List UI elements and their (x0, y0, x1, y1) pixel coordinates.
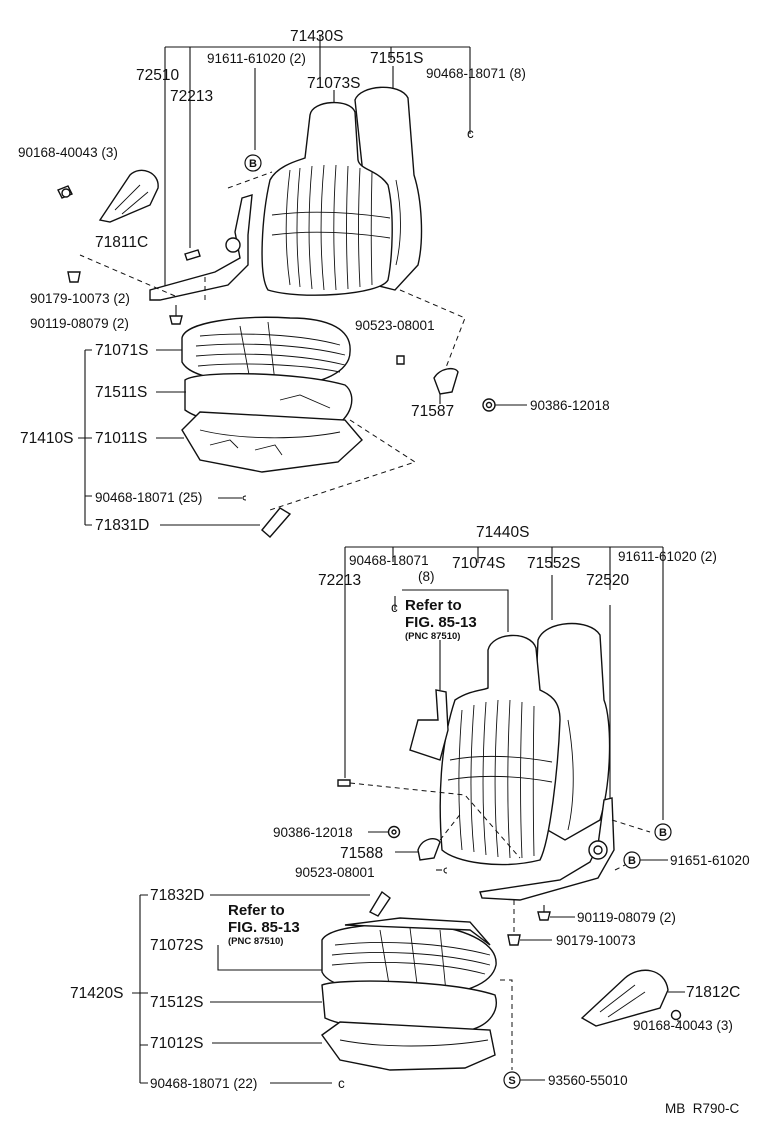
label-90468-18071-22: 90468-18071 (22) (150, 1076, 257, 1091)
label-71511s: 71511S (95, 384, 147, 401)
label-91611-61020: 91611-61020 (2) (207, 51, 306, 66)
reference-cushion-line3: (PNC 87510) (228, 936, 283, 947)
label-90179-10073: 90179-10073 (2) (30, 291, 130, 306)
label-71552s: 71552S (527, 555, 580, 572)
label-71071s: 71071S (95, 342, 148, 359)
clip-symbol-c: c (467, 126, 474, 141)
label-71812c: 71812C (686, 984, 740, 1001)
label-90386-12018-lower: 90386-12018 (273, 825, 353, 840)
reference-back-line2: FIG. 85-13 (405, 614, 477, 631)
mark-b-right: B (654, 823, 672, 841)
label-71011s: 71011S (95, 430, 147, 447)
label-71551s: 71551S (370, 50, 423, 67)
label-90168-40043: 90168-40043 (3) (18, 145, 118, 160)
label-71588: 71588 (340, 845, 383, 862)
reference-cushion-line1: Refer to (228, 902, 285, 919)
label-71832d: 71832D (150, 887, 204, 904)
clip-symbol-c-lower-top: c (391, 600, 398, 615)
reference-back-line3: (PNC 87510) (405, 631, 460, 642)
label-71440s: 71440S (476, 524, 529, 541)
label-71072s: 71072S (150, 937, 203, 954)
lower-seat-assembly: c S B B 71440S 90468-18071 (8) (70, 524, 750, 1091)
label-72510: 72510 (136, 67, 179, 84)
reference-cushion-line2: FIG. 85-13 (228, 919, 300, 936)
label-90386-12018: 90386-12018 (530, 398, 610, 413)
label-90468-18071-line1: 90468-18071 (349, 553, 429, 568)
label-71587: 71587 (411, 403, 454, 420)
clip-symbol-c-lower: c (338, 1076, 345, 1091)
mark-b-upper: B (244, 154, 262, 172)
mark-s: S (503, 1071, 521, 1089)
label-71410s: 71410S (20, 430, 73, 447)
label-71420s: 71420S (70, 985, 123, 1002)
label-93560-55010: 93560-55010 (548, 1073, 628, 1088)
svg-text:B: B (628, 855, 636, 867)
label-71831d: 71831D (95, 517, 149, 534)
label-90523-08001: 90523-08001 (355, 318, 435, 333)
label-72520: 72520 (586, 572, 629, 589)
label-71073s: 71073S (307, 75, 360, 92)
label-71811c: 71811C (95, 234, 148, 251)
upper-seat-assembly: 71430S 91611-61020 (2) 71551S 90468-1807… (18, 28, 610, 538)
figure-code: MB R790-C (665, 1101, 740, 1116)
label-90468-18071-line2: (8) (418, 569, 435, 584)
label-90119-08079-lower: 90119-08079 (2) (577, 910, 676, 925)
svg-text:B: B (249, 158, 257, 170)
label-71074s: 71074S (452, 555, 505, 572)
label-72213-lower: 72213 (318, 572, 361, 589)
label-71512s: 71512S (150, 994, 203, 1011)
label-90119-08079: 90119-08079 (2) (30, 316, 129, 331)
svg-text:B: B (659, 827, 667, 839)
label-90523-08001-lower: 90523-08001 (295, 865, 375, 880)
label-90168-40043-lower: 90168-40043 (3) (633, 1018, 733, 1033)
label-71012s: 71012S (150, 1035, 203, 1052)
label-91611-61020-lower: 91611-61020 (2) (618, 549, 717, 564)
reference-back-line1: Refer to (405, 597, 462, 614)
mark-b-lower: B (623, 851, 641, 869)
label-90468-18071: 90468-18071 (8) (426, 66, 526, 81)
label-90179-10073-lower: 90179-10073 (556, 933, 636, 948)
label-90468-18071-25: 90468-18071 (25) (95, 490, 202, 505)
svg-text:S: S (508, 1075, 515, 1087)
label-91651-61020: 91651-61020 (670, 853, 750, 868)
label-72213: 72213 (170, 88, 213, 105)
label-71430s: 71430S (290, 28, 343, 45)
